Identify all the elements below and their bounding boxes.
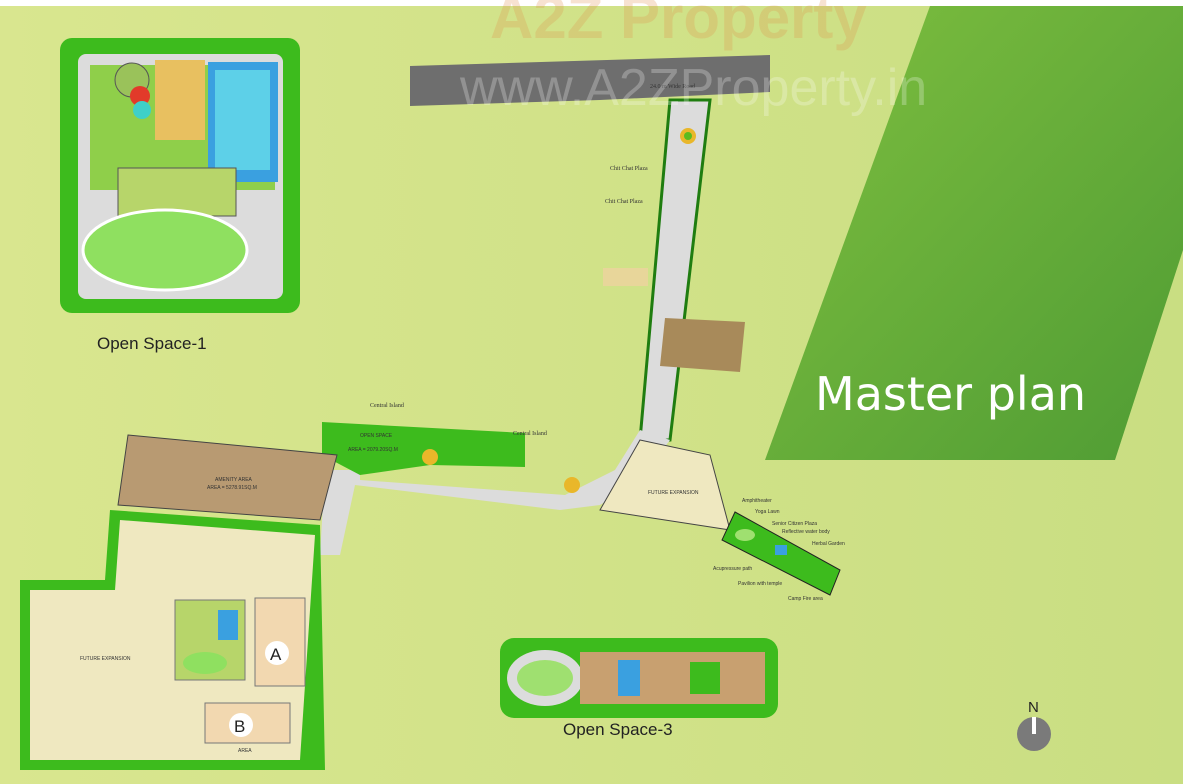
building-b-marker [229, 713, 253, 737]
callout-yoga-lawn: Yoga Lawn [755, 509, 780, 515]
north-label: N [1028, 699, 1039, 716]
open-space-area: AREA = 2079.20SQ.M [348, 447, 398, 453]
seating-blocks [155, 60, 205, 140]
amphitheater [735, 529, 755, 541]
central-road [320, 430, 670, 555]
future-expansion-1 [30, 520, 315, 760]
master-plan-banner [765, 6, 1183, 460]
red-circle [130, 86, 150, 106]
lawn-oval [183, 652, 227, 674]
open-space-title: OPEN SPACE [360, 433, 393, 439]
herbal-maze [690, 662, 720, 694]
open-space-lawn [322, 422, 525, 475]
future-expansion-2-label: FUTURE EXPANSION [648, 490, 699, 496]
open-space-3-lawn [517, 660, 573, 696]
building-a-label: A [270, 645, 282, 664]
open-space-3-water [618, 660, 640, 696]
watermark-brand: A2Z Property [490, 0, 867, 51]
chit-chat-plaza-small [603, 268, 648, 286]
chit-chat-plaza-label-2: Chit Chat Plaza [605, 199, 643, 205]
open-space-3-plaza [580, 652, 765, 704]
reflective-water-body [775, 545, 787, 555]
callout-camp-fire-area: Camp Fire area [788, 596, 823, 602]
master-plan-title: Master plan [815, 367, 1086, 421]
teal-circle [133, 101, 151, 119]
pool-water [215, 70, 270, 170]
sports-ground [81, 208, 249, 292]
road-label: 24.0 m Wide Road [650, 84, 695, 90]
building-b-label: B [234, 717, 245, 736]
central-island-label-1: Central Island [370, 403, 404, 409]
amenity-area [117, 434, 338, 521]
central-island-label-2: Central Island [513, 431, 547, 437]
amenity-area-value: AREA = 5278.91SQ.M [207, 485, 257, 491]
future-expansion-1-label: FUTURE EXPANSION [80, 656, 131, 662]
callout-acupressure-path: Acupressure path [713, 566, 752, 572]
building-a-marker [265, 641, 289, 665]
callout-herbal-garden: Herbal Garden [812, 541, 845, 547]
building-block [117, 167, 237, 217]
north-compass: N [1017, 699, 1051, 751]
roundabout-center [684, 132, 692, 140]
callout-reflective-water-body: Reflective water body [782, 529, 830, 535]
amenity-title: AMENITY AREA [215, 477, 253, 483]
callout-amphitheater: Amphitheater [742, 498, 772, 504]
compass-needle [1032, 717, 1036, 734]
main-road [410, 55, 770, 106]
central-island-1 [422, 449, 438, 465]
open-space-1-label: Open Space-1 [97, 334, 207, 353]
open-space-2-callouts: Amphitheater Yoga Lawn Senior Citizen Pl… [713, 498, 845, 602]
central-island-2 [564, 477, 580, 493]
watermark-url: www.A2ZProperty.in [459, 59, 927, 117]
clubhouse-pool [218, 610, 238, 640]
brown-plot [660, 318, 745, 372]
open-space-3-label: Open Space-3 [563, 720, 673, 739]
callout-senior-citizen-plaza: Senior Citizen Plaza [772, 521, 817, 527]
area-b-label: AREA [238, 748, 252, 754]
callout-pavilion-with-temple: Pavilion with temple [738, 581, 782, 587]
chit-chat-plaza-label-1: Chit Chat Plaza [610, 166, 648, 172]
